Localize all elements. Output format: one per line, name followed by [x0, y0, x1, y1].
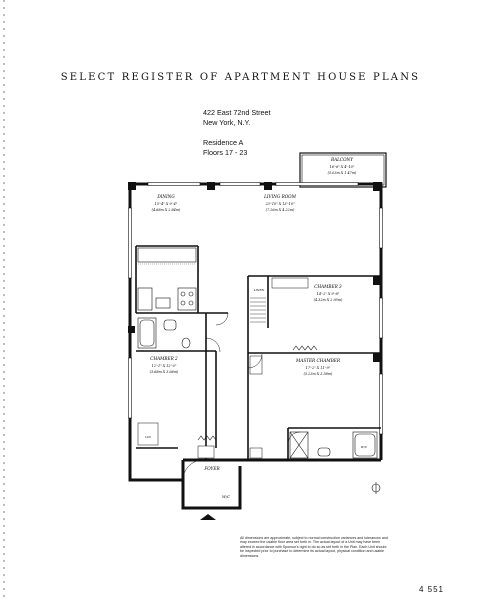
chamber-3-dim-ft: 14'-2" X 9'-8" [317, 292, 340, 296]
foyer-label: FOYER [203, 466, 219, 471]
floor-plan: BALCONY 16'-6" X 4'-10" (5.03m X 1.47m) [128, 152, 387, 520]
linen-label: LINEN [253, 288, 265, 292]
wic-2-label: W/C [361, 445, 368, 449]
entry-marker [200, 514, 216, 520]
closets [137, 277, 309, 459]
balcony-label: BALCONY [330, 157, 354, 162]
chamber-3-dim-m: (4.32m X 2.95m) [314, 298, 343, 302]
chamber-2-label: CHAMBER 2 [150, 356, 178, 361]
master-chamber-dim-m: (5.23m X 3.58m) [304, 372, 333, 376]
structural-columns [128, 182, 382, 362]
wic-label: W/C [222, 495, 230, 499]
dining-label: DINING [156, 194, 175, 199]
master-chamber-dim-ft: 17'-2" X 11'-9" [306, 366, 331, 370]
master-chamber-label: MASTER CHAMBER [295, 358, 340, 363]
page-header: SELECT REGISTER OF APARTMENT HOUSE PLANS [60, 72, 421, 83]
residence-floors: Floors 17 - 23 [203, 148, 248, 157]
building-address: 422 East 72nd Street New York, N.Y. [203, 108, 271, 128]
exterior-walls [128, 182, 383, 510]
window-panes [128, 182, 383, 435]
balcony-outline [299, 152, 387, 188]
residence-name: Residence A [203, 138, 244, 147]
kitchen-fixtures [137, 247, 197, 311]
residence-info: Residence A Floors 17 - 23 [203, 138, 247, 158]
chamber-2-dim-ft: 12'-1" X 12'-0" [152, 364, 177, 368]
radiator-chamber-2 [197, 435, 217, 441]
address-line-2: New York, N.Y. [203, 118, 251, 127]
living-label: LIVING ROOM [263, 194, 296, 199]
bath-1-fixtures [137, 317, 191, 349]
chamber-2-dim-m: (3.68m X 3.66m) [150, 370, 179, 374]
radiator-chamber-3 [292, 345, 318, 351]
balcony-dim-ft: 16'-6" X 4'-10" [330, 165, 355, 169]
page-number: 4 551 [418, 585, 444, 594]
disclaimer-note: All dimensions are approximate, subject … [240, 536, 388, 558]
mechanical-shaft [250, 297, 266, 323]
binding-margin [3, 0, 5, 600]
living-dim-m: (7.26m X 4.22m) [266, 208, 295, 212]
address-line-1: 422 East 72nd Street [203, 108, 271, 117]
door-swings [182, 312, 301, 481]
chamber-3-label: CHAMBER 3 [314, 284, 342, 289]
lin-label: LIN [144, 435, 151, 439]
interior-walls [135, 245, 381, 460]
balcony-dim-m: (5.03m X 1.47m) [328, 171, 357, 175]
living-dim-ft: 23'-10" X 13'-10" [264, 202, 295, 206]
dining-dim-ft: 15'-4" X 9'-4" [155, 202, 178, 206]
dining-dim-m: (4.68m X 2.84m) [152, 208, 181, 212]
